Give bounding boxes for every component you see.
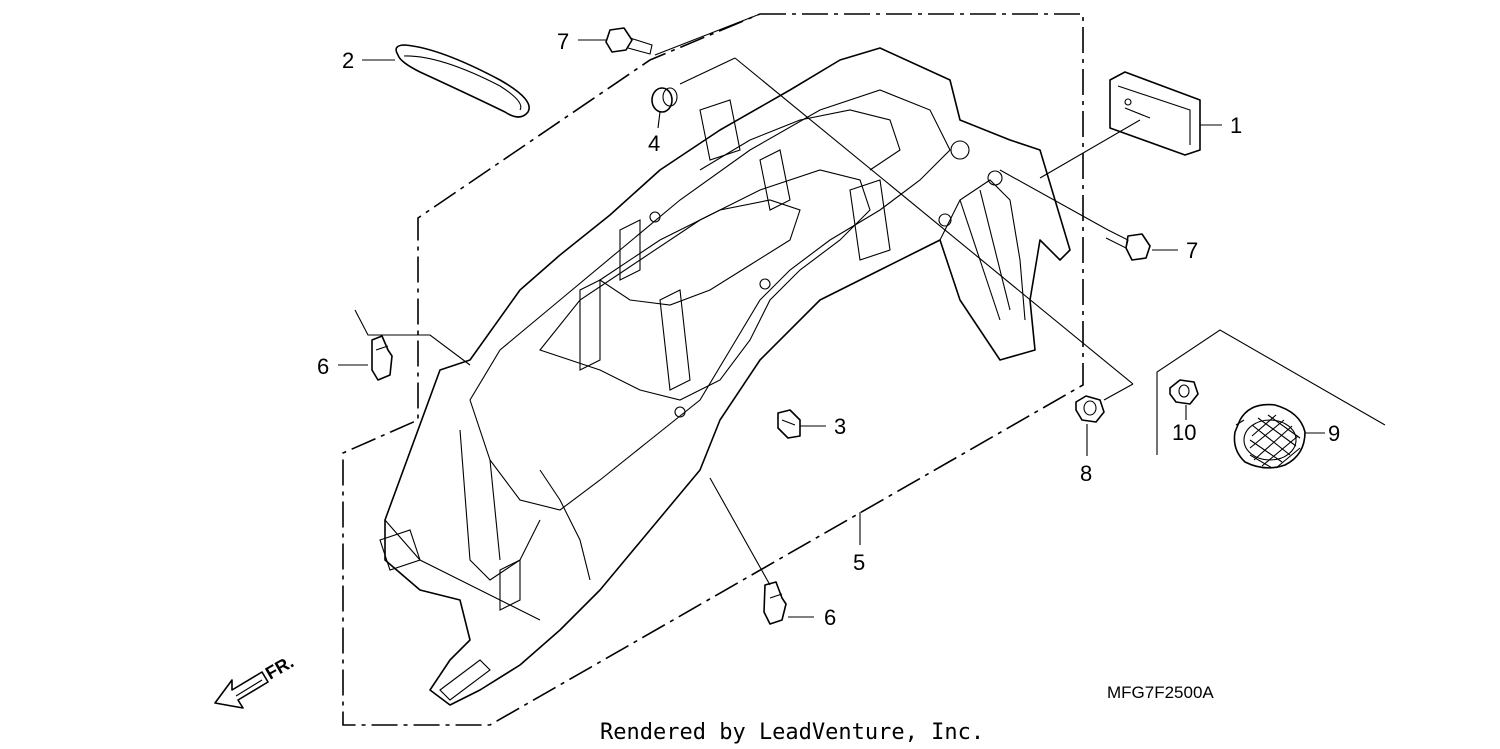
part-8-nut[interactable] [1075, 383, 1134, 456]
part-4-grommet[interactable] [651, 87, 678, 129]
callout-9: 9 [1328, 421, 1340, 446]
callouts: 1 2 3 4 5 6 6 7 7 8 9 10 [317, 29, 1340, 630]
part-2-rubber-band[interactable] [362, 44, 530, 118]
callout-6-bottom: 6 [824, 605, 836, 630]
part-7-bolt-right[interactable] [999, 169, 1178, 261]
render-credit: Rendered by LeadVenture, Inc. [600, 720, 984, 745]
callout-1: 1 [1230, 113, 1242, 138]
part-10-nut[interactable] [1169, 379, 1199, 420]
part-6-bolt-left[interactable] [338, 309, 471, 381]
part-4-leader-link [679, 57, 736, 85]
callout-8: 8 [1080, 461, 1092, 486]
part-6-bolt-bottom[interactable] [709, 477, 814, 625]
part-7-bolt-top[interactable] [578, 13, 761, 56]
assembly-outline [342, 13, 1084, 726]
front-direction-arrow-icon: FR. [214, 652, 297, 709]
front-direction-label: FR. [262, 652, 297, 684]
callout-10: 10 [1172, 420, 1196, 445]
callout-7-top: 7 [557, 29, 569, 54]
callout-6-left: 6 [317, 354, 329, 379]
callout-7-right: 7 [1186, 238, 1198, 263]
callout-5: 5 [853, 550, 865, 575]
part-1-light[interactable] [1039, 71, 1222, 179]
part-9-reflector[interactable] [1233, 403, 1325, 469]
callout-2: 2 [342, 48, 354, 73]
rear-fender-part[interactable] [379, 47, 1071, 706]
callout-3: 3 [834, 414, 846, 439]
part-3-clip[interactable] [777, 409, 826, 439]
part-9-reflector-group-outline [1156, 329, 1386, 455]
drawing-code: MFG7F2500A [1107, 683, 1214, 702]
callout-4: 4 [648, 131, 660, 156]
part-8-area-leader [734, 57, 1134, 385]
